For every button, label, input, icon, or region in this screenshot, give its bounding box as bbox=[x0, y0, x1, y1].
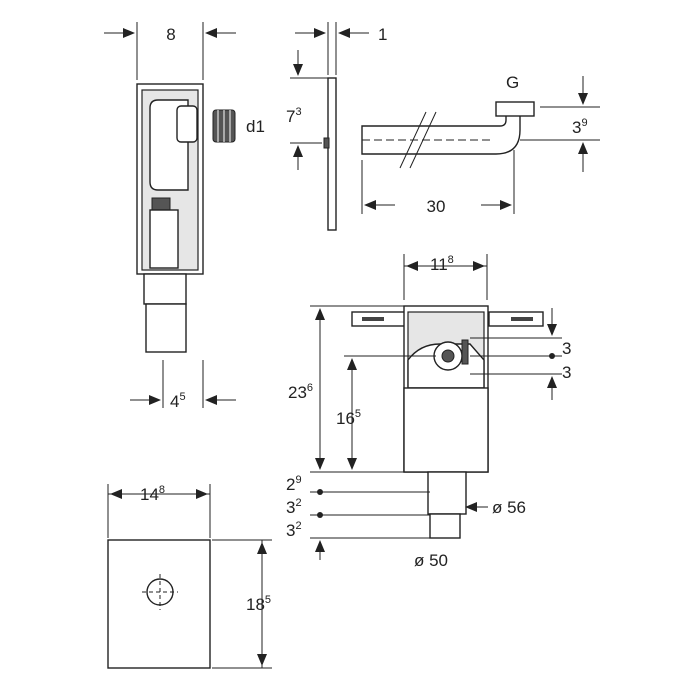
dim-pipe-length: 30 bbox=[427, 197, 446, 216]
front-outlet-lower bbox=[429, 513, 461, 539]
side-outlet-upper bbox=[143, 273, 187, 305]
dim-spacing-lower: 3 bbox=[562, 363, 571, 382]
dim-step-2: 32 bbox=[286, 497, 302, 517]
fitting-g bbox=[495, 101, 535, 117]
label-fitting: G bbox=[506, 73, 519, 92]
side-outlet-lower bbox=[145, 303, 187, 353]
dim-base-offset: 45 bbox=[170, 391, 186, 411]
dim-cover-width: 148 bbox=[140, 484, 165, 504]
dim-cover-height: 185 bbox=[246, 594, 271, 614]
dim-elbow-height: 39 bbox=[572, 117, 588, 137]
dim-top-width: 8 bbox=[166, 25, 175, 44]
mounting-plate bbox=[327, 77, 337, 231]
label-connector: d1 bbox=[246, 117, 265, 136]
pipe-view: G 39 30 bbox=[361, 73, 600, 216]
side-view: 8 d1 45 bbox=[104, 22, 265, 411]
dim-total-height: 236 bbox=[288, 382, 313, 402]
dim-outlet-height: 165 bbox=[336, 408, 361, 428]
dim-outlet-diameter-lower: ø 50 bbox=[414, 551, 448, 570]
dim-frame-width: 118 bbox=[430, 254, 454, 274]
dim-plate-offset: 73 bbox=[286, 106, 302, 126]
dim-spacing-upper: 3 bbox=[562, 339, 571, 358]
front-outlet-upper bbox=[427, 471, 467, 515]
front-view: 118 3 3 236 165 bbox=[286, 254, 571, 570]
elbow-pipe bbox=[361, 113, 521, 155]
dim-outlet-diameter-upper: ø 56 bbox=[492, 498, 526, 517]
plate-view: 1 73 bbox=[286, 22, 387, 231]
dim-step-3: 32 bbox=[286, 520, 302, 540]
dim-step-1: 29 bbox=[286, 474, 302, 494]
dim-plate-thickness: 1 bbox=[378, 25, 387, 44]
cover-plate-view: 148 185 bbox=[107, 484, 272, 669]
